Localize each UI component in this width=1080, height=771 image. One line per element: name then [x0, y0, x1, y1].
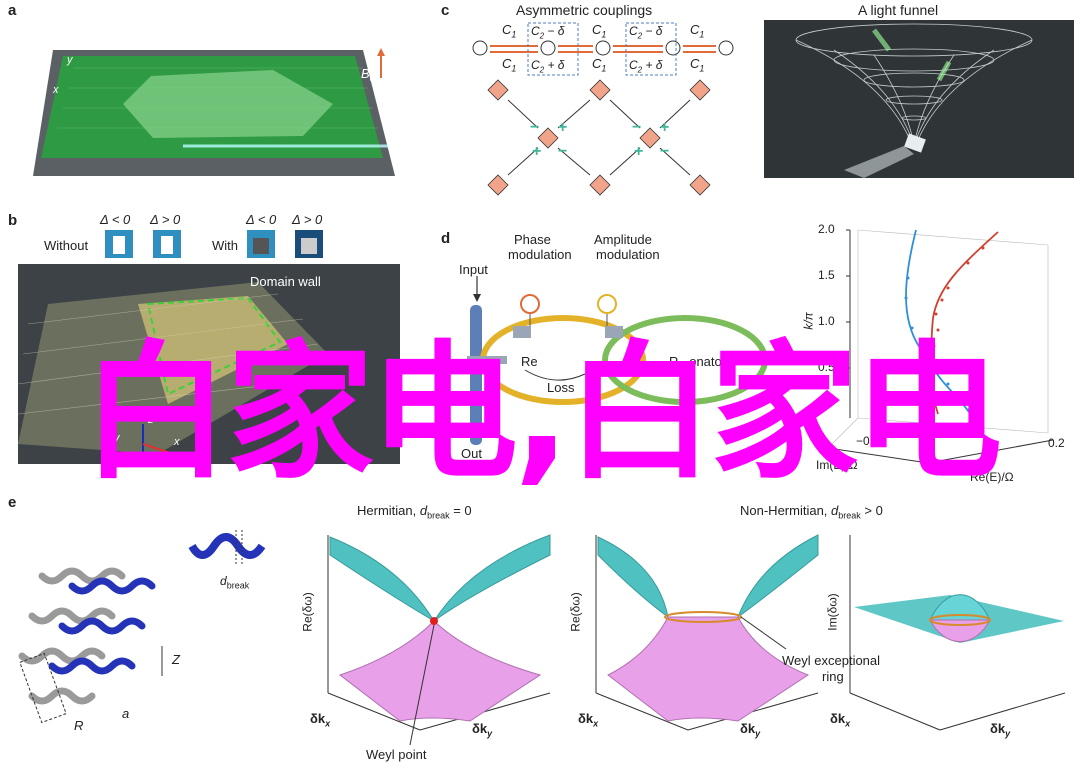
delta-gt-label-2: Δ > 0	[292, 212, 323, 227]
unit-cell-icons	[105, 230, 335, 260]
resonator-diagram: Re Loss R onator b Out	[455, 270, 785, 470]
coupling-c2-plus-label: C2 + δ	[531, 58, 565, 75]
kx-label-3: δkx	[830, 711, 851, 729]
svg-text:−: −	[530, 119, 539, 136]
panel-label-c: c	[441, 2, 450, 19]
coupling-network: −++− −++−	[472, 22, 734, 196]
axis-y-label-b: y	[114, 432, 120, 444]
helix-lattice	[18, 567, 163, 724]
panel-label-a: a	[8, 2, 17, 19]
y-tick-1-5: 1.5	[818, 268, 835, 282]
svg-text:−: −	[660, 143, 669, 160]
domain-wall-lattice	[17, 282, 328, 459]
helix-a-label: a	[122, 706, 130, 721]
resonator-setup	[467, 276, 768, 445]
coupling-c2-minus-label-2: C2 − δ	[629, 24, 663, 41]
im-axis-label: Im(δω)	[825, 593, 840, 631]
coupling-c1-label-2: C1	[502, 56, 517, 74]
phase-mod-label-1: Phase	[514, 232, 551, 247]
band-plot: 2.0 1.5 1.0 0.5 k/π −0.1 0 0.2 Im(E)/Ω R…	[802, 218, 1076, 490]
d-break-helix	[188, 530, 266, 566]
hermitian-surface: Re(δω) δkx δky Weyl point	[300, 525, 560, 765]
kx-label-2: δkx	[578, 711, 599, 729]
panel-a-image: z y x B0	[33, 8, 403, 183]
re-axis-label-1: Re(δω)	[300, 592, 315, 632]
x-tick-im: −0.1	[856, 434, 880, 448]
non-hermitian-surface: Re(δω) δkx δky	[568, 525, 828, 765]
kx-label-1: δkx	[310, 711, 331, 729]
axis-x-label-b: x	[174, 436, 180, 448]
panel-label-e: e	[8, 494, 17, 511]
with-label: With	[212, 238, 238, 253]
svg-text:+: +	[660, 119, 669, 136]
svg-text:−: −	[632, 119, 641, 136]
coupling-c1-label-3: C1	[592, 22, 607, 40]
svg-text:+: +	[634, 143, 643, 160]
axis-z-label: z	[41, 54, 47, 66]
x-axis-label-im: Im(E)/Ω	[816, 458, 858, 472]
resonator-a-label: Re	[521, 354, 538, 369]
resonator-b-label: R onator b	[669, 354, 737, 369]
weyl-point-label: Weyl point	[366, 747, 427, 762]
hermitian-title: Hermitian, dbreak = 0	[357, 503, 472, 521]
amp-mod-label-2: modulation	[596, 247, 660, 262]
delta-lt-label-1: Δ < 0	[100, 212, 131, 227]
y-tick-2-0: 2.0	[818, 222, 835, 236]
helix-z-label: Z	[172, 652, 180, 667]
y-tick-1-0: 1.0	[818, 314, 835, 328]
y-axis-label: k/π	[801, 312, 816, 330]
panel-c-title: Asymmetric couplings	[516, 2, 653, 18]
coupling-c1-label-5: C1	[690, 22, 705, 40]
funnel-title: A light funnel	[858, 2, 939, 18]
amp-mod-label-1: Amplitude	[594, 232, 652, 247]
ky-label-2: δky	[740, 721, 761, 739]
imaginary-ellipsoid-plot	[849, 535, 1066, 731]
ky-label-1: δky	[472, 721, 493, 739]
svg-text:+: +	[558, 119, 567, 136]
lattice-illustration	[33, 48, 395, 176]
x-tick-re-02: 0.2	[1048, 436, 1065, 450]
non-hermitian-title: Non-Hermitian, dbreak > 0	[740, 503, 883, 521]
d-break-inset: dbreak	[188, 528, 278, 598]
weyl-ring-label-2: ring	[822, 669, 844, 684]
svg-text:−: −	[558, 143, 567, 160]
band-plot-svg	[827, 229, 1054, 464]
panel-label-b: b	[8, 212, 18, 229]
coupling-c2-plus-label-2: C2 + δ	[629, 58, 663, 75]
coupling-c1-label: C1	[502, 22, 517, 40]
axis-z-label-b: z	[148, 414, 154, 426]
ky-label-3: δky	[990, 721, 1011, 739]
helix-lattice-image: R a Z	[12, 556, 192, 736]
input-label: Input	[459, 262, 488, 277]
delta-lt-label-2: Δ < 0	[246, 212, 277, 227]
axis-y-label: y	[67, 54, 73, 66]
weyl-ring-label-1: Weyl exceptional	[782, 653, 881, 668]
coupling-c1-label-6: C1	[690, 56, 705, 74]
output-label: Out	[461, 446, 482, 461]
axis-x-label: x	[53, 84, 59, 96]
loss-label: Loss	[547, 380, 575, 395]
coupling-diagram: −++− −++− C1 C1 C2 − δ C2 + δ C1 C1 C2 −…	[468, 20, 738, 200]
non-hermitian-ring-plot	[595, 534, 819, 731]
x-axis-label-re: Re(E)/Ω	[970, 470, 1014, 484]
delta-gt-label-1: Δ > 0	[150, 212, 181, 227]
re-axis-label-2: Re(δω)	[568, 592, 583, 632]
funnel-illustration	[795, 23, 1033, 178]
d-break-label: dbreak	[220, 574, 250, 591]
without-label: Without	[44, 238, 89, 253]
domain-wall-label: Domain wall	[250, 274, 321, 289]
imaginary-surface: Im(δω) δkx δky	[826, 525, 1072, 765]
y-tick-0-5: 0.5	[818, 360, 835, 374]
panel-label-d: d	[441, 230, 451, 247]
coupling-c1-label-4: C1	[592, 56, 607, 74]
helix-r-label: R	[74, 718, 84, 733]
x-tick-re-0: 0	[988, 448, 995, 462]
coupling-c2-minus-label: C2 − δ	[531, 24, 565, 41]
domain-wall-image: Domain wall z y x	[17, 264, 400, 464]
light-funnel-image	[764, 20, 1074, 178]
phase-mod-label-2: modulation	[508, 247, 572, 262]
field-label: B0	[361, 66, 375, 84]
hermitian-cone-plot	[327, 534, 551, 746]
svg-text:+: +	[532, 143, 541, 160]
